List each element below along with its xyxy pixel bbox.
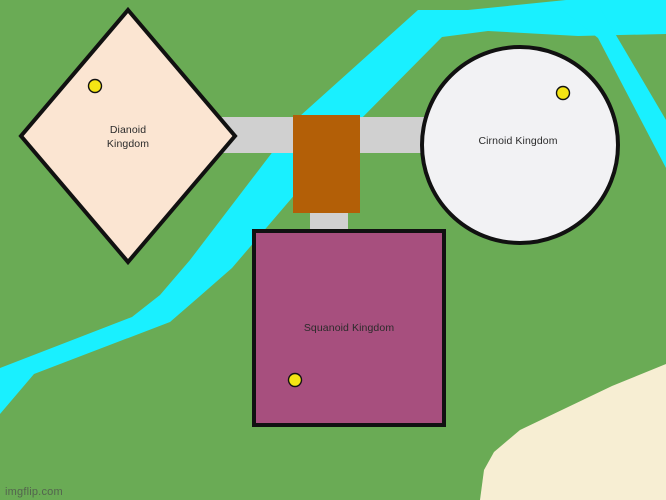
capital-marker-squanoid[interactable]	[287, 372, 303, 388]
river	[0, 0, 666, 414]
river-right-branch	[560, 8, 666, 168]
imgflip-watermark: imgflip.com	[5, 486, 63, 498]
beach-region	[480, 364, 666, 500]
kingdom-dianoid[interactable]	[18, 6, 238, 266]
central-junction[interactable]	[293, 115, 360, 213]
kingdom-cirnoid[interactable]	[420, 45, 620, 245]
kingdom-squanoid[interactable]	[252, 229, 446, 427]
capital-marker-cirnoid[interactable]	[555, 85, 571, 101]
capital-marker-dianoid[interactable]	[87, 78, 103, 94]
